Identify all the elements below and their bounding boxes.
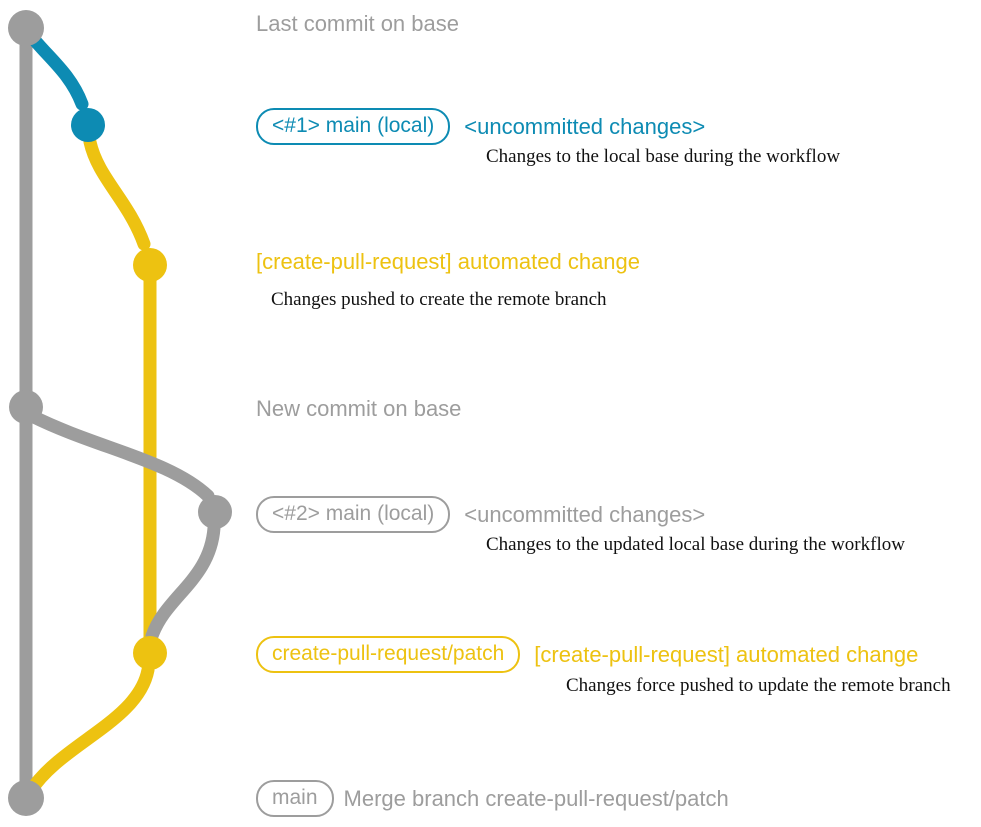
commit-headline-patch-1: [create-pull-request] automated change bbox=[256, 249, 641, 274]
branch-pill-local-1[interactable]: <#1> main (local) bbox=[256, 108, 451, 146]
commit-subtext-local-2: Changes to the updated local base during… bbox=[486, 534, 905, 555]
commit-row-merge: main Merge branch create-pull-request/pa… bbox=[256, 780, 729, 818]
commit-headline-patch-2: [create-pull-request] automated change bbox=[534, 641, 919, 667]
commit-row-local-1: <#1> main (local) <uncommitted changes> bbox=[256, 108, 706, 146]
commit-headline-local-2: <uncommitted changes> bbox=[464, 501, 706, 527]
branch-pill-patch-2[interactable]: create-pull-request/patch bbox=[256, 636, 521, 674]
commit-headline-local-1: <uncommitted changes> bbox=[464, 113, 706, 139]
commit-node-patch-2[interactable] bbox=[133, 636, 167, 670]
commit-headline-last-commit: Last commit on base bbox=[256, 11, 459, 36]
updated-local-branch-edge bbox=[25, 409, 215, 503]
commit-row-last-commit: Last commit on base bbox=[256, 12, 459, 35]
commit-subtext-patch-1: Changes pushed to create the remote bran… bbox=[271, 289, 607, 310]
commit-headline-new-commit: New commit on base bbox=[256, 396, 462, 421]
commit-headline-merge: Merge branch create-pull-request/patch bbox=[343, 785, 729, 811]
commit-row-patch-2: create-pull-request/patch [create-pull-r… bbox=[256, 636, 919, 674]
branch-pill-main[interactable]: main bbox=[256, 780, 334, 818]
patch-branch-edge-1 bbox=[83, 135, 151, 251]
commit-row-new-commit: New commit on base bbox=[256, 397, 461, 420]
commit-node-base-merge[interactable] bbox=[8, 780, 44, 816]
commit-node-base-new[interactable] bbox=[9, 390, 43, 424]
commit-subtext-local-1: Changes to the local base during the wor… bbox=[486, 146, 841, 167]
updated-local-to-patch-edge bbox=[145, 521, 221, 643]
commit-node-local-1[interactable] bbox=[71, 108, 105, 142]
commit-node-patch-1[interactable] bbox=[133, 248, 167, 282]
patch-to-merge-edge bbox=[23, 663, 155, 799]
commit-node-base-last[interactable] bbox=[8, 10, 44, 46]
commit-node-local-2[interactable] bbox=[198, 495, 232, 529]
commit-row-local-2: <#2> main (local) <uncommitted changes> bbox=[256, 496, 706, 534]
commit-row-patch-1: [create-pull-request] automated change bbox=[256, 250, 640, 273]
commit-subtext-patch-2: Changes force pushed to update the remot… bbox=[566, 675, 951, 696]
branch-pill-local-2[interactable]: <#2> main (local) bbox=[256, 496, 451, 534]
